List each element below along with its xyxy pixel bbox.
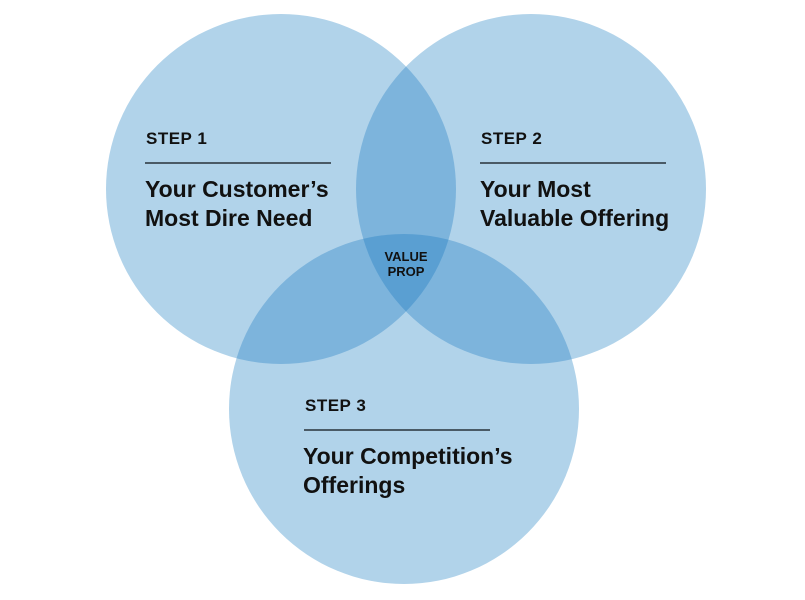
overlap-1-3: [229, 234, 456, 364]
value-prop-line1: VALUE: [384, 249, 428, 264]
step-2-label: STEP 2: [481, 129, 543, 148]
step-3-divider: [304, 429, 490, 431]
value-prop-label: VALUE PROP: [366, 249, 446, 279]
step-2-divider: [480, 162, 666, 164]
step-3-title-line2: Offerings: [303, 472, 406, 498]
step-2-title-line1: Your Most: [480, 176, 591, 202]
step-2-title: Your Most Valuable Offering: [480, 175, 669, 233]
step-1-label: STEP 1: [146, 129, 208, 148]
step-1-divider: [145, 162, 331, 164]
overlap-2-3: [356, 234, 579, 364]
step-3-title: Your Competition’s Offerings: [303, 442, 513, 500]
step-3-title-line1: Your Competition’s: [303, 443, 513, 469]
step-3-label: STEP 3: [305, 396, 367, 415]
step-1-title-line1: Your Customer’s: [145, 176, 329, 202]
step-1-title: Your Customer’s Most Dire Need: [145, 175, 329, 233]
value-prop-line2: PROP: [387, 264, 425, 279]
step-1-title-line2: Most Dire Need: [145, 205, 313, 231]
step-2-title-line2: Valuable Offering: [480, 205, 670, 231]
